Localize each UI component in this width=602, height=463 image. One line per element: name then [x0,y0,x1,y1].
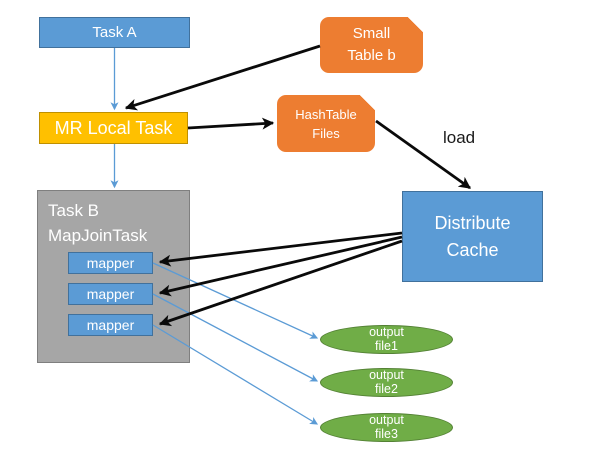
mr-local-task-label: MR Local Task [54,117,173,138]
output-2-label-line1: output [369,368,404,382]
task-a-label: Task A [92,24,137,41]
arrow-distributecache-to-mapper3 [158,239,403,327]
snipped-corner [408,17,423,32]
hashtable-files-label-line1: HashTable [295,106,357,122]
hashtable-files-node: HashTable Files [277,95,375,152]
output-3-label-line2: file3 [375,426,398,441]
output-file1-node: output file1 [320,325,453,354]
small-table-b-node: Small Table b [320,17,423,73]
mapper-3-label: mapper [86,317,135,333]
load-annotation: load [443,128,476,147]
task-a-node: Task A [39,17,190,48]
mapper-node-1: mapper [68,252,153,274]
output-1-label-line2: file1 [375,338,398,353]
distribute-cache-label-line2: Cache [446,239,499,260]
output-3-label-line1: output [369,413,404,427]
task-b-label-line2: MapJoinTask [48,226,148,245]
output-1-label-line1: output [369,325,404,339]
arrow-mrlocaltask-to-hashtablefiles [187,117,275,130]
output-2-label-line2: file2 [375,381,398,396]
hashtable-files-label-line2: Files [312,125,340,141]
distribute-cache-label-line1: Distribute [434,212,511,233]
mr-local-task-node: MR Local Task [39,112,188,144]
snipped-corner [360,95,375,110]
mapper-1-label: mapper [86,255,135,271]
task-b-label-line1: Task B [48,201,100,220]
task-b-mapjointask-group: Task B MapJoinTask [37,190,190,363]
mapper-node-3: mapper [68,314,153,336]
output-file3-node: output file3 [320,413,453,442]
arrow-distributecache-to-mapper2 [158,235,403,297]
distribute-cache-node: Distribute Cache [402,191,543,282]
mapper-node-2: mapper [68,283,153,305]
small-table-b-label-line2: Table b [347,47,396,64]
small-table-b-label-line1: Small [352,25,391,42]
output-file2-node: output file2 [320,368,453,397]
arrow-distributecache-to-mapper1 [158,231,403,267]
mapper-2-label: mapper [86,286,135,302]
